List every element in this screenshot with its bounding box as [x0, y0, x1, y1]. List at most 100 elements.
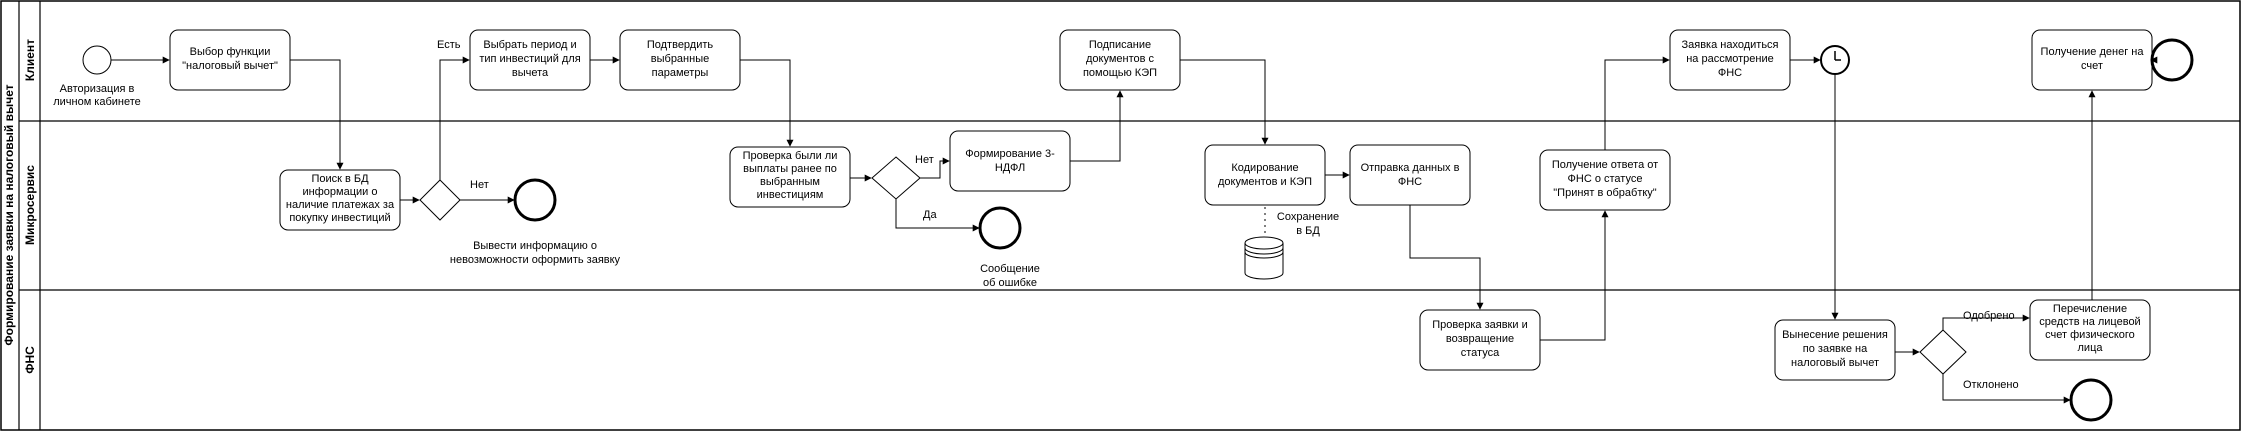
- task-line: Выбрать период и: [483, 39, 576, 51]
- end-label: Сообщение: [980, 263, 1040, 275]
- task-line: Получение денег на: [2041, 46, 2145, 58]
- database-icon: [1244, 236, 1284, 280]
- timer-icon: [1820, 45, 1850, 75]
- task-choose-period: Выбрать период и тип инвестиций для вычета: [469, 29, 591, 91]
- end-event-rejected: [2069, 378, 2113, 422]
- task-choose-function: Выбор функции "налоговый вычет": [169, 29, 291, 91]
- lane-title-micro: Микросервис: [23, 165, 37, 245]
- task-line: Заявка находиться: [1681, 39, 1778, 51]
- task-line: информации о: [303, 186, 378, 198]
- task-line: выбранные: [651, 53, 709, 65]
- task-line: лица: [2078, 342, 2104, 354]
- end-label: об ошибке: [983, 277, 1037, 289]
- flow-label-yes2: Да: [923, 209, 937, 221]
- start-event: [82, 45, 112, 75]
- end-event-success: [2150, 38, 2194, 82]
- flow-label-yes: Есть: [437, 39, 461, 51]
- task-receive-status: Получение ответа от ФНС о статусе "Принят …: [1539, 149, 1671, 211]
- task-line: Вынесение решения: [1782, 329, 1888, 341]
- svg-text:Выбор функции"налоговый вычет": Выбор функции "налоговый вычет": [182, 46, 278, 72]
- task-line: Отправка данных в: [1361, 162, 1460, 174]
- task-decision: Вынесение решения по заявке на налоговый в…: [1774, 319, 1896, 381]
- task-line: ФНС: [1718, 67, 1742, 79]
- task-line: счет физического: [2045, 329, 2135, 341]
- flow-label-no: Нет: [470, 179, 489, 191]
- task-line: покупку инвестиций: [289, 212, 390, 224]
- start-event-label: Авторизация в: [60, 83, 135, 95]
- task-line: ФНС: [1398, 176, 1422, 188]
- task-line: на рассмотрение: [1686, 53, 1774, 65]
- task-check-request: Проверка заявки и возвращение статуса: [1419, 309, 1541, 371]
- task-line: документов и КЭП: [1218, 176, 1312, 188]
- task-line: инвестициям: [757, 189, 824, 201]
- task-line: вычета: [512, 67, 549, 79]
- end-event-impossible: [513, 178, 557, 222]
- task-line: Подписание: [1089, 39, 1151, 51]
- task-line: параметры: [652, 67, 709, 79]
- task-line: Проверка заявки и: [1432, 319, 1527, 331]
- task-line: налоговый вычет: [1791, 357, 1879, 369]
- task-confirm-params: Подтвердить выбранные параметры: [619, 29, 741, 91]
- task-line: Проверка были ли: [743, 150, 838, 162]
- task-line: ФНС о статусе: [1568, 173, 1643, 185]
- flow-label-approved: Одобрено: [1963, 310, 2015, 322]
- pool-title: Формирование заявки на налоговый вычет: [2, 84, 16, 345]
- task-line: НДФЛ: [995, 162, 1025, 174]
- task-line: Формирование 3-: [965, 148, 1055, 160]
- task-line: статуса: [1461, 347, 1500, 359]
- end-label: Вывести информацию о: [473, 240, 597, 252]
- task-line: возвращение: [1446, 333, 1514, 345]
- task-line: документов с: [1086, 53, 1155, 65]
- flow-label-no2: Нет: [915, 154, 934, 166]
- flow-label-rejected: Отклонено: [1963, 379, 2019, 391]
- sequence-flows: [111, 56, 2158, 404]
- task-line: Получение ответа от: [1552, 159, 1658, 171]
- task-line: Кодирование: [1231, 162, 1298, 174]
- task-line: средств на лицевой: [2039, 316, 2140, 328]
- task-line: "налоговый вычет": [182, 60, 278, 72]
- task-send-data: Отправка данных в ФНС: [1349, 144, 1471, 206]
- task-line: помощью КЭП: [1083, 67, 1157, 79]
- task-line: счет: [2081, 60, 2103, 72]
- end-event-error: [978, 206, 1022, 250]
- lane-title-fns: ФНС: [23, 346, 37, 374]
- gateway-payments-found: [419, 179, 461, 221]
- end-label: невозможности оформить заявку: [450, 254, 621, 266]
- task-form-ndfl: Формирование 3- НДФЛ: [949, 130, 1071, 192]
- task-line: Выбор функции: [190, 46, 271, 58]
- datastore-label: в БД: [1296, 225, 1320, 237]
- task-encode-docs: Кодирование документов и КЭП: [1204, 144, 1326, 206]
- task-line: выплаты ранее по: [743, 163, 837, 175]
- start-event-label: личном кабинете: [53, 96, 141, 108]
- task-line: тип инвестиций для: [479, 53, 580, 65]
- task-receive-money: Получение денег на счет: [2031, 29, 2153, 91]
- task-line: по заявке на: [1803, 343, 1868, 355]
- task-line: Поиск в БД: [311, 173, 369, 185]
- task-line: "Принят в обрабтку": [1553, 187, 1657, 199]
- datastore-label: Сохранение: [1277, 211, 1339, 223]
- task-line: Перечисление: [2053, 303, 2127, 315]
- task-line: Подтвердить: [647, 39, 714, 51]
